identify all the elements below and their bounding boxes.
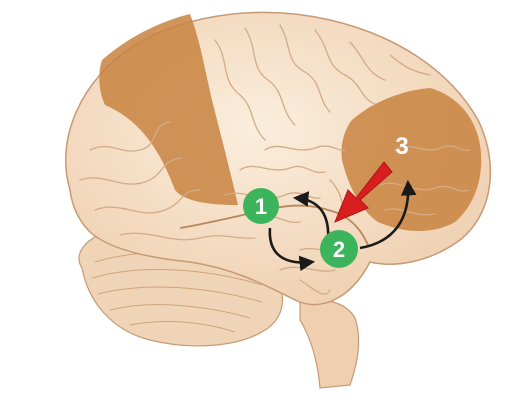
marker-2: 2 (320, 230, 358, 268)
marker-1: 1 (243, 188, 279, 224)
marker-1-label: 1 (255, 194, 267, 219)
marker-3-label: 3 (395, 133, 408, 160)
brain-stem (300, 299, 359, 388)
marker-3: 3 (395, 133, 408, 160)
marker-2-label: 2 (333, 237, 345, 262)
